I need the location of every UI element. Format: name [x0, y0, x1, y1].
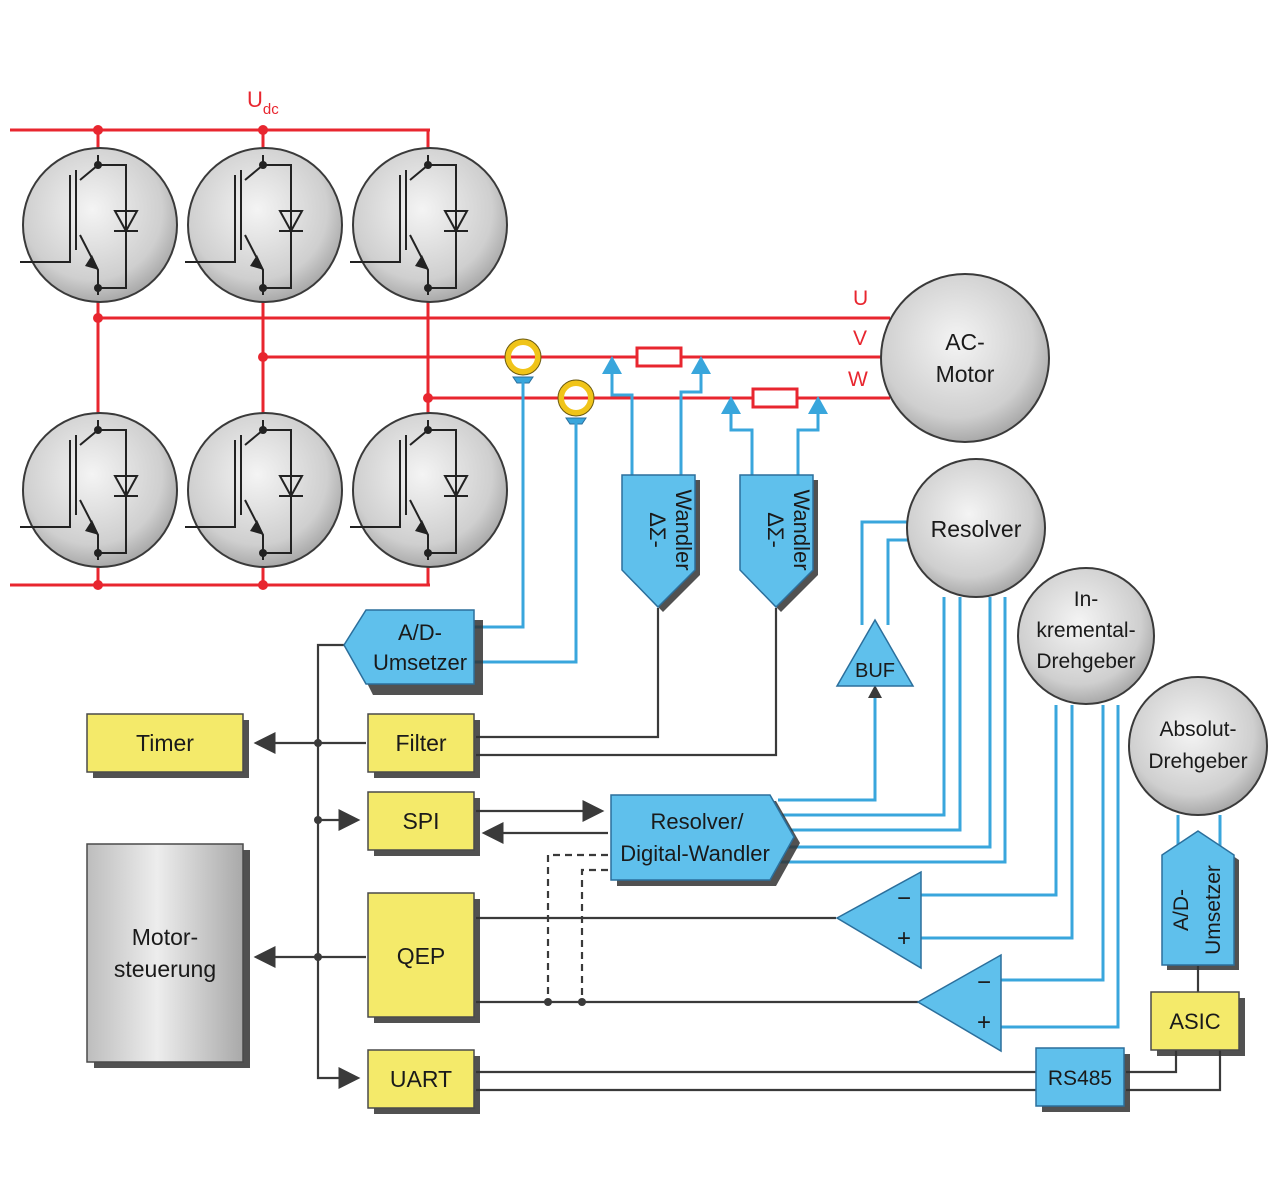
qep-block: QEP	[367, 892, 480, 1023]
motorsteuerung-block: Motor- steuerung	[86, 843, 250, 1068]
timer-label: Timer	[136, 730, 194, 756]
igbt-module-6	[350, 412, 508, 568]
ac-motor-label-line1: AC-	[945, 329, 985, 355]
delta-sigma-wandler-2: ΔΣ- Wandler	[739, 474, 818, 612]
resolver-sensor	[906, 458, 1046, 598]
signal-wiring	[474, 356, 1222, 1029]
comparator-1: − +	[835, 870, 922, 970]
spi-block: SPI	[367, 791, 480, 856]
buffer-amplifier: BUF	[835, 618, 915, 687]
filter-block: Filter	[367, 713, 480, 778]
inkremental-label-line3: Drehgeber	[1036, 650, 1135, 673]
current-sensor-w	[557, 379, 595, 425]
filter-label: Filter	[395, 730, 446, 756]
absolut-label-line2: Drehgeber	[1148, 750, 1247, 773]
igbt-module-1	[20, 147, 178, 303]
delta-sigma-2-label-line2: Wandler	[789, 489, 814, 570]
asic-label: ASIC	[1169, 1009, 1220, 1034]
comp1-minus: −	[897, 885, 911, 912]
comparator-2: − +	[916, 953, 1002, 1053]
inkremental-drehgeber	[1017, 567, 1155, 705]
igbt-module-5	[185, 412, 343, 568]
phase-u-label: U	[853, 287, 868, 310]
adc2-label-line2: Umsetzer	[1202, 865, 1225, 955]
phase-w-label: W	[848, 368, 868, 391]
ac-motor-label-line2: Motor	[936, 361, 995, 387]
adc2-label-line1: A/D-	[1170, 889, 1193, 931]
buf-label: BUF	[855, 660, 895, 682]
comp2-plus: +	[977, 1009, 991, 1036]
spi-label: SPI	[402, 808, 439, 834]
adc-umsetzer: A/D- Umsetzer	[343, 609, 483, 695]
inkremental-label-line2: kremental-	[1036, 619, 1135, 642]
igbt-inverter-bridge	[20, 147, 508, 568]
igbt-module-2	[185, 147, 343, 303]
shunt-resistor-v	[635, 346, 683, 368]
asic-block: ASIC	[1150, 991, 1245, 1056]
uart-block: UART	[367, 1049, 480, 1114]
rd-wandler-label-line1: Resolver/	[651, 809, 745, 834]
absolut-label-line1: Absolut-	[1159, 718, 1236, 741]
delta-sigma-2-label-line1: ΔΣ-	[763, 512, 788, 548]
adc-umsetzer-absolut: A/D- Umsetzer	[1161, 830, 1239, 970]
igbt-module-4	[20, 412, 178, 568]
resolver-label: Resolver	[931, 516, 1022, 542]
delta-sigma-1-label-line2: Wandler	[671, 489, 696, 570]
resolver-digital-wandler: Resolver/ Digital-Wandler	[610, 794, 800, 886]
motorsteuerung-label-line2: steuerung	[114, 956, 216, 982]
ac-motor	[880, 273, 1050, 443]
delta-sigma-wandler-1: ΔΣ- Wandler	[621, 474, 700, 612]
uart-label: UART	[390, 1066, 452, 1092]
comp1-plus: +	[897, 925, 911, 952]
shunt-resistor-w	[751, 387, 799, 409]
comp2-minus: −	[977, 969, 991, 996]
control-wiring	[253, 608, 1222, 1092]
qep-label: QEP	[397, 943, 446, 969]
current-sensor-v	[504, 338, 542, 384]
rs485-block: RS485	[1035, 1047, 1130, 1112]
udc-label: Udc	[247, 87, 279, 118]
igbt-module-3	[350, 147, 508, 303]
inkremental-label-line1: In-	[1074, 588, 1099, 611]
adc-label-line1: A/D-	[398, 620, 442, 645]
timer-block: Timer	[86, 713, 249, 778]
delta-sigma-1-label-line1: ΔΣ-	[645, 512, 670, 548]
motorsteuerung-label-line1: Motor-	[132, 924, 198, 950]
adc-label-line2: Umsetzer	[373, 650, 467, 675]
rd-wandler-label-line2: Digital-Wandler	[620, 841, 770, 866]
absolut-drehgeber	[1128, 676, 1268, 816]
rs485-label: RS485	[1048, 1067, 1112, 1090]
phase-v-label: V	[853, 327, 867, 350]
